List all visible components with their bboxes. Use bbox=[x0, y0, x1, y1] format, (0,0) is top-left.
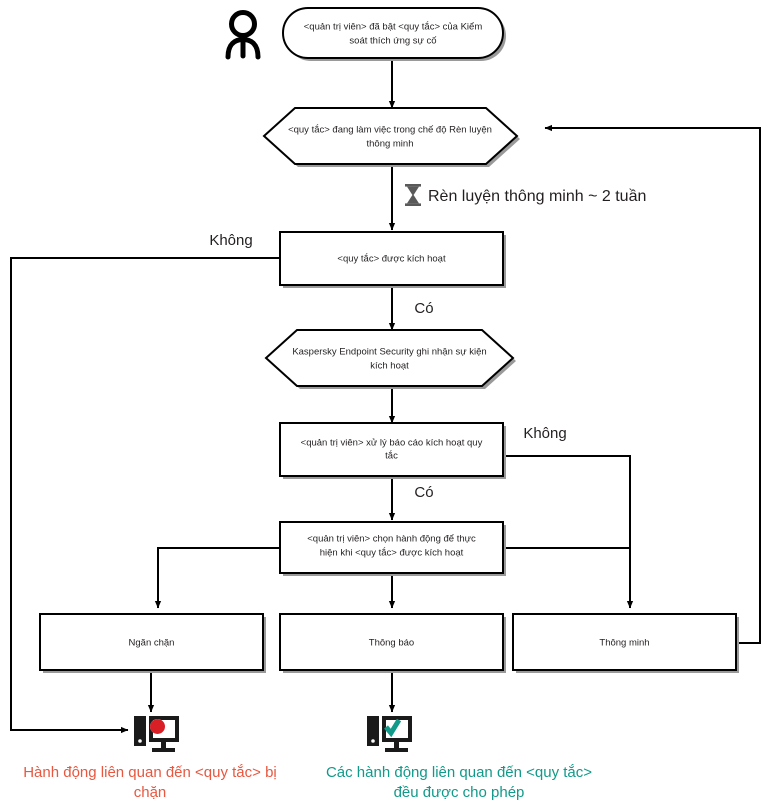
node-kes-event[interactable]: Kaspersky Endpoint Security ghi nhận sự … bbox=[264, 329, 516, 389]
caption-allowed-line2: đều được cho phép bbox=[394, 784, 525, 801]
node-action-notify[interactable]: Thông báo bbox=[279, 613, 506, 673]
caption-allowed: Các hành động liên quan đến <quy tắc> đề… bbox=[326, 764, 592, 801]
node-admin-report-line2: tắc bbox=[385, 451, 398, 462]
node-start-line1: <quản trị viên> đã bật <quy tắc> của Kiể… bbox=[304, 22, 483, 33]
node-action-block-label: Ngăn chặn bbox=[129, 638, 175, 649]
edge-admin-report-no bbox=[503, 455, 634, 609]
node-action-smart[interactable]: Thông minh bbox=[512, 613, 739, 673]
label-rule-triggered-no: Không bbox=[209, 232, 252, 249]
computer-blocked-icon bbox=[134, 716, 179, 752]
node-rule-triggered-line1: <quy tắc> được kích hoạt bbox=[337, 254, 446, 265]
node-start-line2: soát thích ứng sự cố bbox=[349, 36, 437, 47]
training-timer-label: Rèn luyện thông minh ~ 2 tuần bbox=[428, 188, 646, 205]
node-action-smart-label: Thông minh bbox=[599, 638, 649, 649]
caption-blocked-line1: Hành động liên quan đến <quy tắc> bị bbox=[23, 764, 277, 781]
node-admin-report-line1: <quản trị viên> xử lý báo cáo kích hoạt … bbox=[301, 438, 483, 449]
node-training-mode-line2: thông minh bbox=[366, 139, 413, 150]
node-action-notify-label: Thông báo bbox=[369, 638, 414, 649]
node-admin-choose-action-line2: hiện khi <quy tắc> được kích hoạt bbox=[320, 548, 464, 559]
node-start[interactable]: <quản trị viên> đã bật <quy tắc> của Kiể… bbox=[282, 7, 506, 61]
caption-blocked-line2: chặn bbox=[134, 784, 167, 801]
label-admin-report-no: Không bbox=[523, 425, 566, 442]
label-rule-triggered-yes: Có bbox=[414, 300, 433, 317]
hourglass-icon bbox=[405, 184, 421, 206]
node-training-mode[interactable]: <quy tắc> đang làm việc trong chế độ Rèn… bbox=[262, 107, 520, 167]
node-admin-report[interactable]: <quản trị viên> xử lý báo cáo kích hoạt … bbox=[279, 422, 506, 479]
node-rule-triggered[interactable]: <quy tắc> được kích hoạt bbox=[279, 231, 506, 288]
training-timer-label-group: Rèn luyện thông minh ~ 2 tuần bbox=[405, 184, 646, 206]
computer-allowed-icon bbox=[367, 716, 412, 752]
edge-smart-back-to-training bbox=[544, 124, 761, 644]
label-admin-report-yes: Có bbox=[414, 484, 433, 501]
node-kes-event-line2: kích hoạt bbox=[370, 361, 409, 372]
administrator-actor-icon bbox=[225, 10, 261, 60]
node-kes-event-line1: Kaspersky Endpoint Security ghi nhận sự … bbox=[292, 347, 486, 358]
edge-rule-triggered-no-loop bbox=[10, 257, 280, 734]
node-admin-choose-action-line1: <quản trị viên> chọn hành động để thực bbox=[307, 534, 476, 545]
caption-allowed-line1: Các hành động liên quan đến <quy tắc> bbox=[326, 764, 592, 781]
caption-blocked: Hành động liên quan đến <quy tắc> bị chặ… bbox=[23, 764, 277, 801]
node-admin-choose-action[interactable]: <quản trị viên> chọn hành động để thực h… bbox=[279, 521, 506, 576]
node-action-block[interactable]: Ngăn chặn bbox=[39, 613, 266, 673]
edge-choose-action-to-block bbox=[154, 547, 280, 609]
node-training-mode-line1: <quy tắc> đang làm việc trong chế độ Rèn… bbox=[288, 125, 492, 136]
